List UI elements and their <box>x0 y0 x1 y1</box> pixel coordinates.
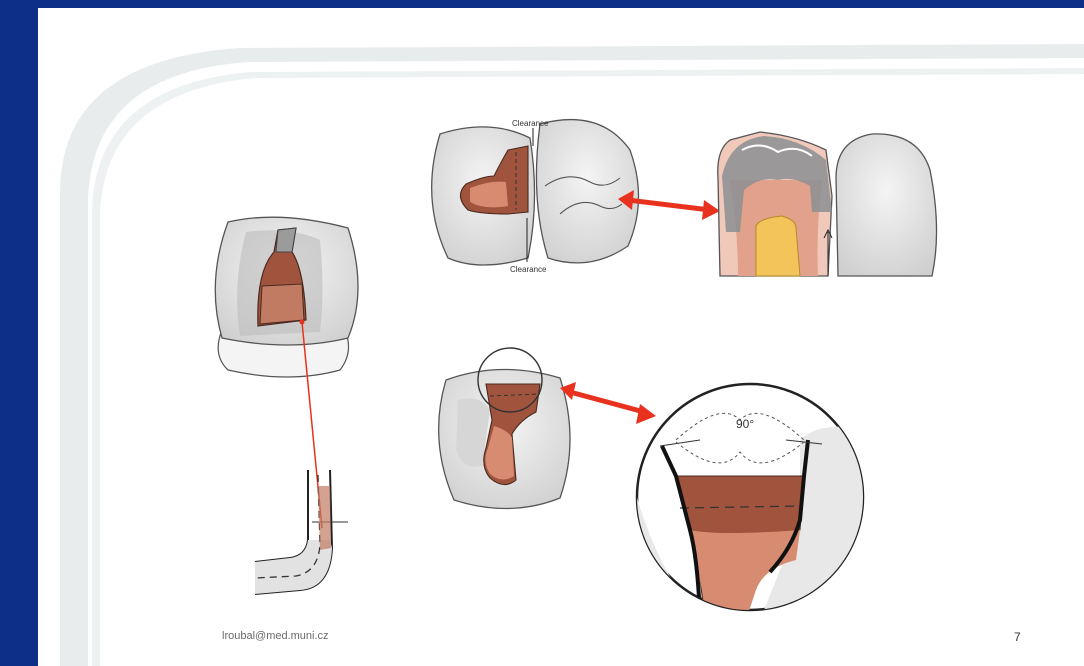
clearance-label-bottom: Clearance <box>510 265 547 274</box>
slide-background <box>38 8 1084 666</box>
clearance-label-top: Clearance <box>512 119 549 128</box>
footer-email: lroubal@med.muni.cz <box>222 630 329 642</box>
top-frame-strip <box>0 0 1084 8</box>
left-tooth-illustration <box>215 217 358 377</box>
page-number: 7 <box>1014 630 1021 644</box>
left-frame-strip <box>0 0 38 666</box>
angle-label: 90° <box>736 417 754 431</box>
